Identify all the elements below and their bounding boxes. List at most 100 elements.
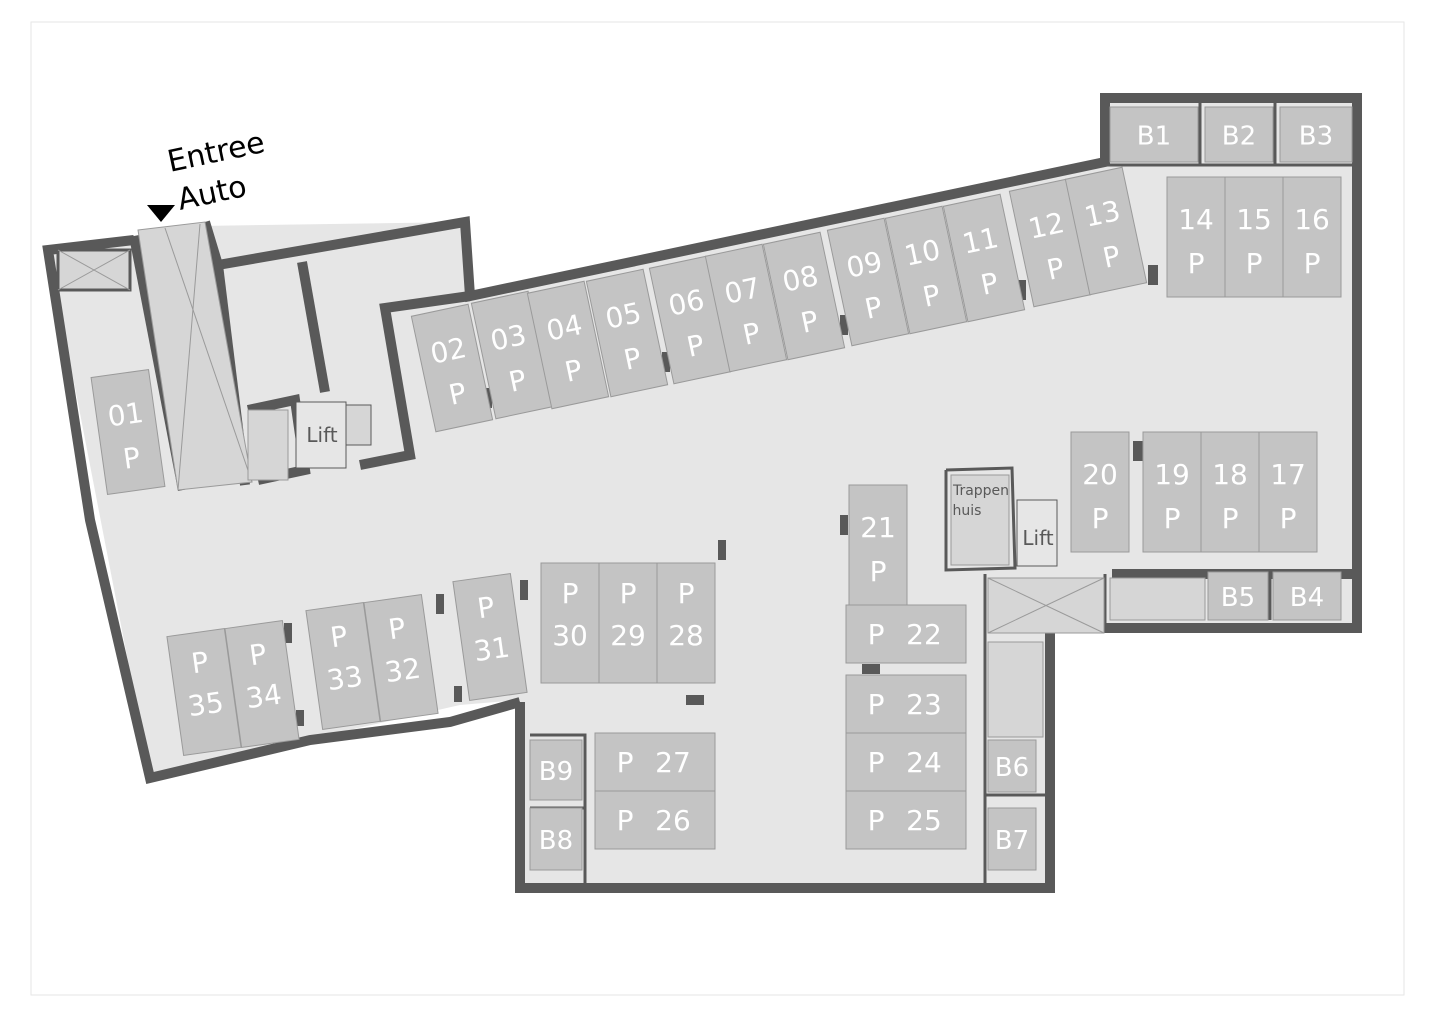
- storage-unit: B3: [1279, 106, 1353, 163]
- parking-space: 04P: [526, 280, 610, 410]
- parking-space-number: 04: [544, 308, 586, 348]
- parking-space-number: 34: [244, 678, 284, 716]
- parking-space: P35: [166, 627, 242, 757]
- parking-space-number: 21: [860, 511, 896, 544]
- parking-space-number: 32: [383, 652, 423, 690]
- storage-unit-box: [529, 739, 583, 801]
- parking-space-number: 15: [1236, 203, 1272, 236]
- parking-space: P33: [305, 601, 381, 731]
- parking-space: 14P: [1166, 176, 1226, 298]
- parking-space-letter: P: [1304, 247, 1321, 280]
- parking-space-letter: P: [868, 688, 885, 721]
- parking-space-box: [526, 280, 610, 410]
- parking-space-letter: P: [386, 611, 407, 646]
- left-lift-core: Lift: [295, 401, 372, 469]
- parking-space-letter: P: [1246, 247, 1263, 280]
- parking-space: 07P: [704, 243, 788, 373]
- parking-space-box: [656, 562, 716, 684]
- parking-space: 21P: [848, 484, 908, 606]
- parking-space-letter: P: [446, 376, 469, 412]
- storage-unit: B6: [987, 739, 1037, 793]
- parking-space-box: [452, 572, 528, 702]
- parking-space-number: 28: [668, 619, 704, 652]
- parking-space-letter: P: [1044, 251, 1067, 287]
- parking-space-number: 18: [1212, 458, 1248, 491]
- storage-unit-label: B7: [995, 826, 1029, 856]
- parking-space-box: [1166, 176, 1226, 298]
- parking-space-number: 09: [844, 245, 886, 285]
- parking-space-box: [585, 268, 669, 398]
- parking-space-box: [598, 562, 658, 684]
- stairwell-label-line2: huis: [953, 503, 982, 519]
- parking-space-number: 07: [722, 271, 764, 311]
- parking-space-number: 16: [1294, 203, 1330, 236]
- parking-space-box: [90, 368, 166, 496]
- parking-space-number: 30: [552, 619, 588, 652]
- parking-space-number: 13: [1082, 194, 1124, 234]
- entrance-arrow-icon: [147, 205, 175, 222]
- parking-space-number: 02: [428, 331, 470, 371]
- parking-space-letter: P: [620, 577, 637, 610]
- parking-space-box: [305, 601, 381, 731]
- storage-unit-label: B3: [1299, 122, 1333, 152]
- storage-unit: B9: [529, 739, 583, 801]
- parking-space-letter: P: [562, 353, 585, 389]
- parking-space-number: 14: [1178, 203, 1214, 236]
- parking-space-letter: P: [868, 618, 885, 651]
- parking-space-letter: P: [121, 441, 142, 476]
- storage-unit: B1: [1109, 106, 1199, 163]
- parking-space-letter: P: [1222, 502, 1239, 535]
- parking-space-number: 29: [610, 619, 646, 652]
- parking-space-letter: P: [920, 278, 943, 314]
- plan-frame: [30, 21, 1405, 996]
- parking-space: 06P: [648, 255, 732, 385]
- parking-space: 15P: [1224, 176, 1284, 298]
- left-lift-label: Lift: [306, 423, 337, 447]
- parking-space-letter: P: [506, 363, 529, 399]
- parking-space-letter: P: [678, 577, 695, 610]
- parking-space: 10P: [884, 205, 968, 335]
- parking-space-box: [363, 593, 439, 723]
- service-shafts: [56, 248, 1206, 738]
- storage-unit-label: B6: [995, 753, 1029, 783]
- parking-space-box: [224, 619, 300, 749]
- parking-space-letter: P: [1280, 502, 1297, 535]
- parking-space-letter: P: [562, 577, 579, 610]
- storage-unit-box: [1109, 106, 1199, 163]
- parking-space-letter: P: [328, 619, 349, 654]
- parking-space-box: [1282, 176, 1342, 298]
- parking-space-number: 27: [655, 746, 691, 779]
- entrance-label: Entree Auto: [147, 125, 268, 222]
- parking-space-number: 12: [1026, 206, 1068, 246]
- right-lift-label: Lift: [1022, 526, 1053, 550]
- parking-space: 09P: [826, 217, 910, 347]
- storage-unit-label: B4: [1290, 583, 1324, 613]
- parking-space-letter: P: [868, 746, 885, 779]
- parking-space-letter: P: [798, 304, 821, 340]
- parking-space: P 29: [598, 562, 658, 684]
- storage-unit: B2: [1204, 106, 1274, 163]
- parking-space: 01P: [90, 368, 166, 496]
- storage-unit-box: [1279, 106, 1353, 163]
- parking-space: 20P: [1070, 431, 1130, 553]
- parking-space: 16P: [1282, 176, 1342, 298]
- parking-space: 12P: [1008, 178, 1092, 308]
- parking-space-number: 01: [106, 396, 146, 434]
- parking-space: 18P: [1200, 431, 1260, 553]
- parking-space-letter: P: [1100, 239, 1123, 275]
- parking-space-letter: P: [1164, 502, 1181, 535]
- parking-space-number: 31: [472, 631, 512, 669]
- parking-space-number: 26: [655, 804, 691, 837]
- parking-space-box: [848, 484, 908, 606]
- parking-space: 05P: [585, 268, 669, 398]
- parking-space-number: 11: [960, 221, 1002, 261]
- parking-space-box: [1064, 166, 1148, 296]
- parking-space-number: 25: [906, 804, 942, 837]
- parking-space: P34: [224, 619, 300, 749]
- storage-unit-box: [987, 807, 1037, 871]
- parking-space-box: [410, 303, 494, 433]
